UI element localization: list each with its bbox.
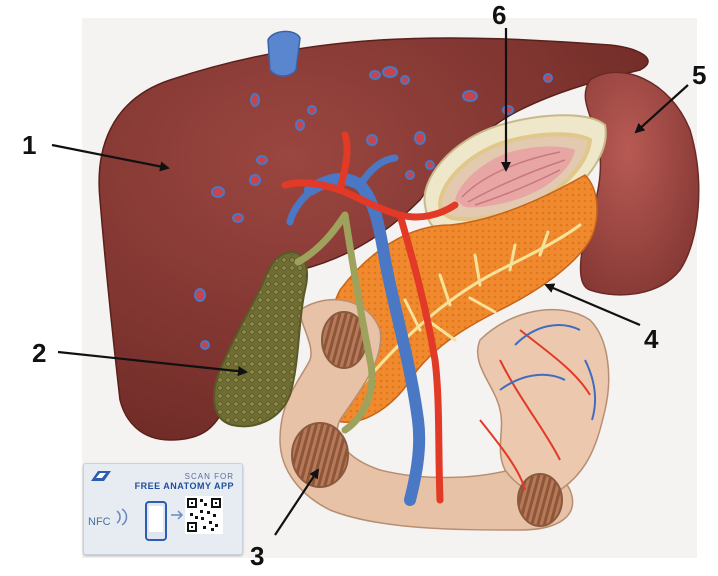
phone-icon bbox=[145, 501, 167, 541]
arrow-icon bbox=[634, 84, 689, 134]
jejunum bbox=[477, 308, 610, 495]
mesenteric-veins bbox=[499, 324, 597, 421]
portal-vein-branch bbox=[286, 154, 399, 226]
nfc-icon bbox=[116, 508, 128, 526]
label-1: 1 bbox=[22, 130, 37, 160]
jejunum-cut bbox=[517, 473, 563, 527]
arrow-icon bbox=[544, 283, 641, 327]
label-4: 4 bbox=[644, 324, 659, 354]
scan-text: Scan for bbox=[184, 472, 234, 481]
label-3: 3 bbox=[250, 541, 265, 571]
pancreatic-duct-branches bbox=[348, 223, 582, 402]
arrow-icon bbox=[274, 468, 320, 536]
stomach-section bbox=[423, 114, 607, 233]
hepatic-vein-stub bbox=[267, 30, 301, 77]
label-6: 6 bbox=[492, 0, 507, 30]
app-promo: Scan for Free Anatomy App bbox=[135, 472, 234, 491]
mesenteric-vessels bbox=[479, 329, 591, 491]
arrow-icon bbox=[51, 143, 170, 172]
duodenum-cut-lower bbox=[291, 422, 349, 488]
label-5: 5 bbox=[692, 60, 707, 90]
bile-duct bbox=[294, 211, 376, 434]
nfc-label: NFC bbox=[88, 516, 111, 528]
app-name: Free Anatomy App bbox=[134, 481, 234, 491]
logo-icon bbox=[91, 471, 111, 481]
label-2: 2 bbox=[32, 338, 47, 368]
qr-code-icon bbox=[185, 496, 223, 534]
arrow-right-icon bbox=[171, 510, 184, 520]
portal-vein bbox=[304, 173, 426, 506]
liver-vessel-sections bbox=[194, 66, 553, 350]
arrow-icon bbox=[57, 350, 248, 377]
gallbladder bbox=[213, 251, 308, 428]
callout-arrows bbox=[51, 28, 689, 536]
hepatic-artery bbox=[281, 131, 459, 504]
nfc-app-card: Scan for Free Anatomy App NFC bbox=[83, 463, 243, 555]
